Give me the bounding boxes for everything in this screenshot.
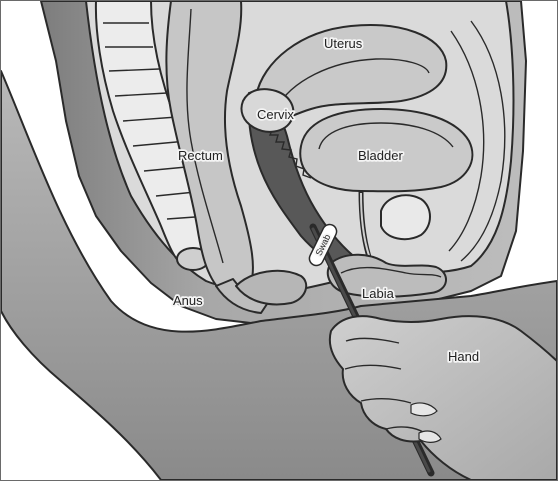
label-cervix: Cervix bbox=[257, 107, 294, 122]
label-labia: Labia bbox=[362, 286, 395, 301]
label-bladder: Bladder bbox=[358, 148, 403, 163]
label-anus: Anus bbox=[173, 293, 203, 308]
label-hand: Hand bbox=[448, 349, 479, 364]
label-rectum: Rectum bbox=[178, 148, 223, 163]
label-uterus: Uterus bbox=[324, 36, 363, 51]
pubic-bone bbox=[381, 195, 430, 239]
